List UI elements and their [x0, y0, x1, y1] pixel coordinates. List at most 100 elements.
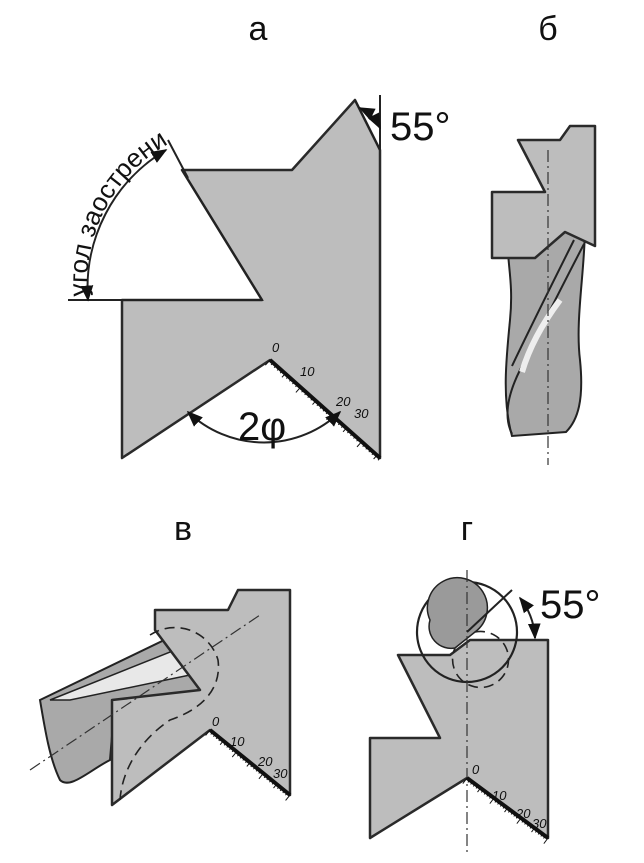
- scale-tick-mark: [342, 427, 347, 433]
- scale-tick-0: 0: [212, 714, 220, 729]
- scale-tick-mark: [510, 811, 514, 815]
- scale-tick-mark: [543, 835, 546, 839]
- top-angle-label-g: 55°: [540, 583, 601, 627]
- scale-tick-mark: [210, 731, 214, 735]
- scale-tick-10: 10: [492, 788, 507, 803]
- scale-tick-mark: [481, 789, 484, 793]
- hidden-flute: [451, 630, 510, 689]
- scale-tick-mark: [270, 362, 274, 366]
- scale-tick-mark: [289, 378, 292, 382]
- scale-tick-mark: [529, 825, 533, 829]
- scale-tick-mark: [255, 768, 259, 772]
- extension-line: [167, 139, 189, 179]
- panel-v-label: в: [174, 510, 192, 548]
- scale-tick-mark: [304, 392, 308, 396]
- top-angle-arc: [358, 107, 381, 130]
- scale-tick-mark: [483, 791, 487, 795]
- scale-tick-mark: [356, 441, 363, 448]
- scale-tick-mark: [516, 815, 519, 819]
- scale-tick-mark: [475, 785, 479, 789]
- sharpening-angle-text: угол заострения: [0, 0, 172, 297]
- scale-tick-mark: [353, 435, 356, 439]
- drill-flute-section: [426, 576, 489, 650]
- scale-tick-mark: [269, 779, 272, 783]
- scale-tick-20: 20: [515, 806, 531, 821]
- scale-tick-mark: [504, 807, 508, 813]
- scale-tick-mark: [470, 781, 473, 785]
- flute-highlight: [519, 298, 563, 373]
- scale-tick-mark: [508, 809, 511, 813]
- scale-tick-mark: [285, 792, 288, 796]
- scale-tick-mark: [215, 736, 219, 740]
- scale-ticks-v: [205, 729, 291, 801]
- point-angle-arc: [186, 410, 342, 444]
- scale-tick-30: 30: [273, 766, 288, 781]
- scale-tick-mark: [494, 799, 498, 803]
- scale-tick-mark: [334, 419, 338, 423]
- scale-tick-mark: [219, 740, 224, 746]
- top-angle-label: 55°: [390, 105, 451, 149]
- scale-tick-mark: [310, 397, 314, 401]
- scale-tick-10: 10: [230, 734, 245, 749]
- scale-tick-mark: [301, 389, 304, 393]
- scale-tick-mark: [312, 400, 317, 405]
- scale-tick-mark: [540, 833, 544, 837]
- scale-tick-mark: [273, 783, 278, 789]
- panel-b: б: [490, 10, 597, 465]
- gauge-template-b: [490, 124, 597, 260]
- scale-tick-mark: [489, 795, 492, 799]
- scale-tick-mark: [502, 805, 506, 809]
- scale-tick-mark: [295, 386, 301, 393]
- scale-tick-mark: [489, 797, 495, 804]
- scale-tick-mark: [326, 414, 332, 421]
- scale-tick-mark: [295, 384, 298, 388]
- scale-tick-mark: [226, 744, 230, 748]
- scale-tick-10: 10: [300, 364, 315, 379]
- panel-a-label: а: [249, 10, 268, 48]
- scale-tick-mark: [537, 831, 541, 835]
- scale-tick-mark: [362, 444, 366, 447]
- scale-tick-mark: [524, 821, 527, 825]
- scale-tick-mark: [513, 813, 517, 817]
- scale-tick-mark: [279, 370, 283, 374]
- panel-g: г 55° 0 10 20 30: [368, 510, 601, 855]
- scale-tick-0: 0: [272, 340, 280, 355]
- lip-line: [466, 589, 513, 633]
- scale-tick-mark: [307, 395, 311, 398]
- scale-tick-mark: [467, 779, 471, 783]
- scale-tick-mark: [497, 801, 500, 805]
- scale-tick-mark: [229, 747, 232, 750]
- scale-tick-mark: [531, 827, 535, 833]
- scale-tick-mark: [526, 823, 530, 827]
- scale-tick-mark: [273, 365, 277, 369]
- scale-tick-mark: [231, 749, 235, 753]
- sharpening-angle-arc: [80, 149, 168, 302]
- scale-tick-mark: [377, 457, 381, 461]
- scale-tick-mark: [271, 781, 275, 785]
- scale-tick-mark: [368, 449, 372, 453]
- scale-tick-mark: [521, 819, 525, 823]
- scale-tick-mark: [258, 773, 264, 780]
- scale-tick-mark: [258, 770, 262, 774]
- scale-tick-mark: [239, 755, 243, 759]
- scale-tick-mark: [253, 766, 256, 770]
- scale-tick-mark: [223, 742, 227, 746]
- panel-v: в 0 10 20 30: [29, 510, 292, 807]
- scale-tick-mark: [325, 411, 329, 415]
- scale-tick-mark: [263, 775, 267, 779]
- scale-tick-30: 30: [532, 816, 547, 831]
- scale-tick-mark: [250, 764, 254, 768]
- scale-tick-mark: [242, 757, 246, 761]
- scale-tick-mark: [371, 452, 375, 456]
- scale-tick-mark: [231, 751, 238, 758]
- scale-tick-mark: [462, 777, 468, 784]
- scale-tick-0: 0: [472, 762, 480, 777]
- scale-tick-mark: [213, 734, 216, 737]
- top-angle-arc-g: [519, 596, 541, 640]
- drill-axis-v: [29, 614, 261, 771]
- scale-tick-mark: [246, 762, 251, 767]
- scale-tick-mark: [472, 783, 476, 787]
- panel-a: а угол заострения 55° 2φ 0 10 20 30: [0, 0, 451, 461]
- panel-g-label: г: [461, 510, 473, 548]
- scale-tick-mark: [277, 786, 280, 789]
